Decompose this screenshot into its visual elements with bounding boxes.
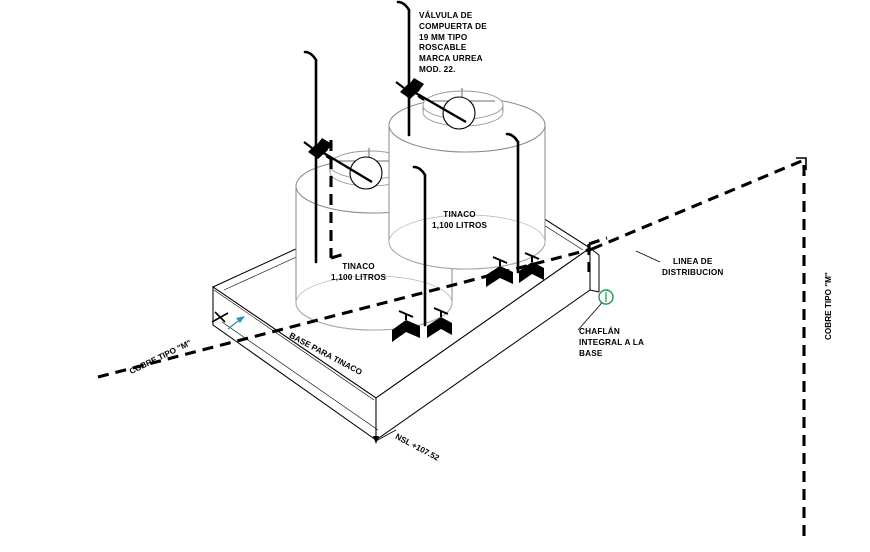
tinaco-left-label: TINACO 1,100 LITROS (331, 262, 387, 282)
riser-pipe-center-bend (396, 0, 411, 12)
pipe-tee-left-cross (211, 312, 229, 323)
riser-corner-tick (796, 157, 807, 170)
distribution-line-label: LINEA DE DISTRIBUCION (662, 257, 724, 277)
float-valve-assemblies (303, 78, 467, 184)
leader-valve-note (411, 85, 418, 91)
gate-valve-2 (427, 307, 452, 338)
gate-valve-1 (392, 310, 420, 342)
leader-lines (213, 85, 661, 444)
dashed-piping (97, 140, 806, 540)
leader-distribucion (635, 250, 661, 263)
chamfer-note-label: CHAFLÁN INTEGRAL A LA BASE (579, 327, 645, 358)
leader-base-b (213, 289, 375, 401)
base-chamfer-edge-3 (589, 289, 600, 293)
tinaco-left-base-ellipse (295, 275, 453, 331)
flow-direction-arrow (227, 316, 245, 330)
leader-base-a (221, 321, 379, 431)
gate-valve-4 (519, 252, 544, 283)
float-valve-left-droppipe (321, 150, 373, 184)
leader-nsl-arrowhead (373, 436, 379, 444)
copper-pipe-label-right: COBRE TIPO "M" (824, 272, 833, 340)
riser-pipe-right-bend (505, 132, 520, 144)
dashed-jog-right-h (588, 236, 608, 246)
dashed-run-to-riser (591, 158, 805, 251)
dashed-jog-center (330, 251, 349, 260)
tinaco-right-base-ellipse (388, 214, 546, 270)
tinaco-right (388, 88, 546, 270)
float-valve-left-body (303, 138, 333, 161)
leader-nsl (375, 429, 397, 442)
tinaco-right-float-ball (442, 96, 476, 130)
markers (211, 289, 614, 330)
tinaco-right-label: TINACO 1,100 LITROS (432, 210, 488, 230)
riser-pipe-left-far-bend (303, 50, 318, 62)
riser-pipe-mid-bend (412, 165, 427, 177)
leader-chaflan (577, 304, 601, 331)
gate-valves (392, 252, 544, 342)
tinaco-left-float-ball (349, 156, 383, 190)
float-valve-right-droppipe (413, 90, 467, 124)
valve-specification-note: VÁLVULA DE COMPUERTA DE 19 MM TIPO ROSCA… (419, 11, 487, 75)
dashed-run-main (97, 247, 593, 379)
